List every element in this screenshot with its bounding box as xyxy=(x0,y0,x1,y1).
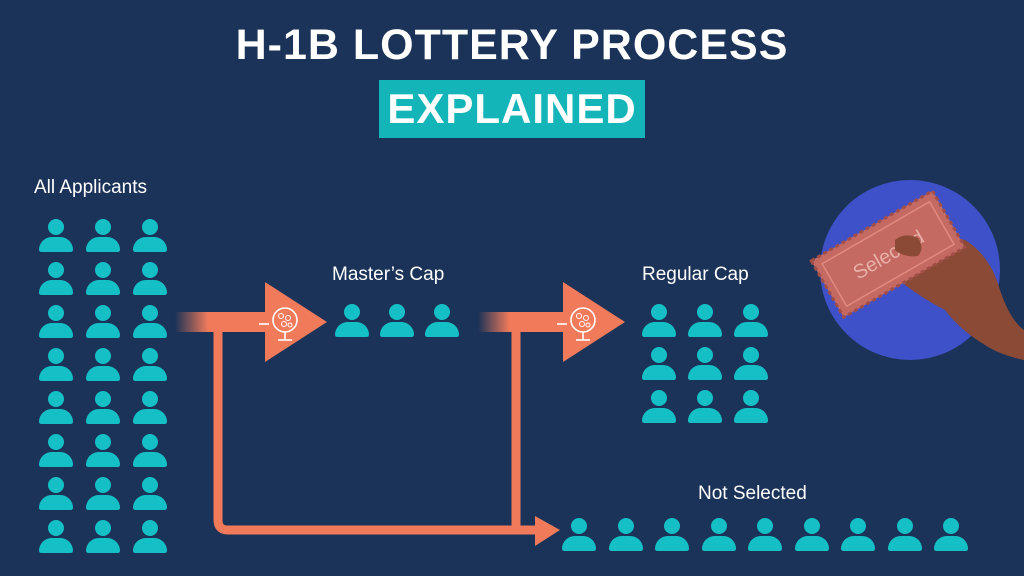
page-title: H-1B LOTTERY PROCESS xyxy=(235,21,789,69)
label-all-applicants: All Applicants xyxy=(34,177,148,198)
person-icon xyxy=(86,305,120,338)
person-icon xyxy=(133,219,167,252)
person-icon xyxy=(642,304,676,337)
person-icon xyxy=(841,518,875,551)
person-icon xyxy=(748,518,782,551)
page-subtitle-badge: EXPLAINED xyxy=(379,80,645,138)
person-icon xyxy=(86,477,120,510)
label-regular-cap: Regular Cap xyxy=(642,264,749,285)
person-icon xyxy=(335,304,369,337)
person-icon xyxy=(86,348,120,381)
person-icon xyxy=(39,391,73,424)
person-icon xyxy=(39,520,73,553)
person-icon xyxy=(133,477,167,510)
person-icon xyxy=(608,518,643,551)
person-icon xyxy=(734,390,768,423)
person-icon xyxy=(701,518,736,551)
person-icon xyxy=(655,518,689,551)
person-icon xyxy=(133,520,167,553)
person-icon xyxy=(133,305,167,338)
person-icon xyxy=(934,518,968,551)
person-icon xyxy=(133,348,167,381)
person-icon xyxy=(133,434,167,467)
person-icon xyxy=(39,477,73,510)
lottery-drum-icon xyxy=(557,282,625,362)
person-icon xyxy=(688,347,722,380)
person-icon xyxy=(562,518,596,551)
person-icon xyxy=(39,305,73,338)
hand-holding-ticket-icon: Selected xyxy=(809,188,1024,360)
person-icon xyxy=(688,304,722,337)
person-icon xyxy=(133,391,167,424)
person-icon xyxy=(86,391,120,424)
person-icon xyxy=(688,390,722,423)
arrow-to-not-selected xyxy=(213,320,545,535)
person-icon xyxy=(380,304,414,337)
arrow-to-regular-cap xyxy=(478,312,568,332)
person-icon xyxy=(642,390,676,423)
person-icon xyxy=(39,434,73,467)
person-icon xyxy=(86,520,120,553)
person-icon xyxy=(642,347,676,380)
person-icon xyxy=(887,518,922,551)
person-icon xyxy=(734,347,768,380)
person-icon xyxy=(133,262,167,295)
label-not-selected: Not Selected xyxy=(698,483,807,504)
person-icon xyxy=(734,304,768,337)
person-icon xyxy=(86,434,120,467)
person-icon xyxy=(39,348,73,381)
person-icon xyxy=(39,219,73,252)
person-icon xyxy=(39,262,73,295)
person-icon xyxy=(794,518,829,551)
person-icon xyxy=(425,304,459,337)
arrow-to-masters-cap xyxy=(175,312,270,332)
label-masters-cap: Master’s Cap xyxy=(332,264,445,285)
lottery-drum-icon xyxy=(259,282,327,362)
person-icon xyxy=(86,219,120,252)
person-icon xyxy=(86,262,120,295)
